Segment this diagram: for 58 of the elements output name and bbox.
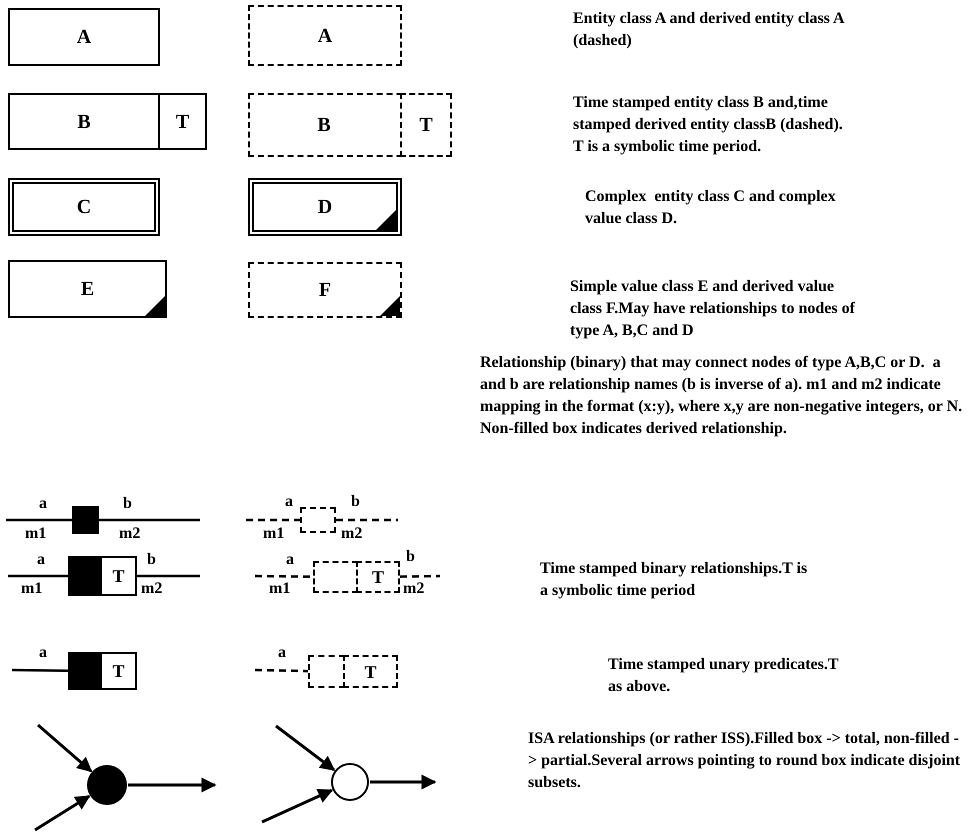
description-text: Simple value class E and derived value class F.May have relationships to nodes of type A, B,C and D: [570, 277, 855, 341]
relationship-line: [6, 518, 72, 522]
entity-box: [8, 8, 160, 66]
relationship-line: [12, 668, 68, 672]
entity-box: [8, 260, 167, 318]
entity-box: [8, 93, 160, 150]
node-label: E: [80, 279, 94, 299]
arrow: [37, 724, 92, 772]
isa-circle: [87, 765, 127, 805]
relationship-line: [336, 518, 398, 522]
description-text: Time stamped entity class B and,time stamped derived entity classB (dashed). T is a symbolic time period.: [573, 93, 844, 157]
node-label: C: [76, 197, 92, 217]
time-box: [100, 556, 137, 596]
relationship-line: [99, 518, 200, 522]
node-label: B: [317, 115, 331, 135]
description-text: Relationship (binary) that may connect nodes of type A,B,C or D. a and b are relationship names (b is inverse of a). m1 and m2 indicate mapping in the format (x:y), where x,y are non-negative integers, or N. Non-filled box indicates derived relationship.: [480, 353, 964, 439]
relationship-line: [400, 574, 440, 578]
arrow: [34, 794, 90, 832]
arrow: [128, 778, 216, 792]
entity-box: [248, 5, 402, 66]
relationship-box: [68, 556, 102, 596]
time-box: [343, 655, 398, 688]
arrow: [261, 788, 334, 824]
node-label: T: [112, 662, 124, 680]
relationship-line: [246, 518, 300, 522]
entity-box: [248, 93, 452, 157]
node-label: T: [372, 568, 384, 586]
node-label: D: [318, 197, 332, 217]
entity-box: [248, 262, 402, 318]
node-label: T: [112, 567, 124, 585]
description-text: Time stamped unary predicates.T as above.: [608, 655, 840, 697]
node-label: B: [77, 112, 91, 132]
relationship-line: [137, 574, 200, 578]
relationship-box: [300, 507, 336, 533]
relationship-box: [72, 506, 99, 534]
description-text: Time stamped binary relationships.T is a symbolic time period: [540, 559, 808, 601]
entity-box: [8, 178, 160, 236]
description-text: Entity class A and derived entity class A (dashed): [573, 9, 846, 51]
time-box: [356, 561, 400, 593]
node-label: F: [318, 280, 332, 300]
arrow: [275, 724, 336, 772]
node-label: A: [318, 26, 332, 46]
relationship-line: [254, 668, 308, 672]
node-label: T: [419, 115, 433, 135]
entity-box: [158, 93, 207, 150]
relationship-line: [8, 574, 68, 578]
node-label: T: [364, 662, 376, 680]
description-text: ISA relationships (or rather ISS).Filled box -> total, non-filled -> partial.Several arrows pointing to round box indicate disjoint subsets.: [528, 729, 962, 793]
time-box: [100, 652, 137, 690]
isa-circle: [331, 763, 369, 801]
relationship-box: [68, 652, 102, 690]
entity-box: [248, 178, 402, 236]
node-label: T: [176, 112, 190, 132]
relationship-box: [313, 561, 358, 593]
description-text: Complex entity class C and complex value class D.: [585, 187, 837, 229]
arrow: [370, 774, 436, 790]
node-label: A: [76, 27, 92, 47]
relationship-box: [308, 655, 345, 688]
